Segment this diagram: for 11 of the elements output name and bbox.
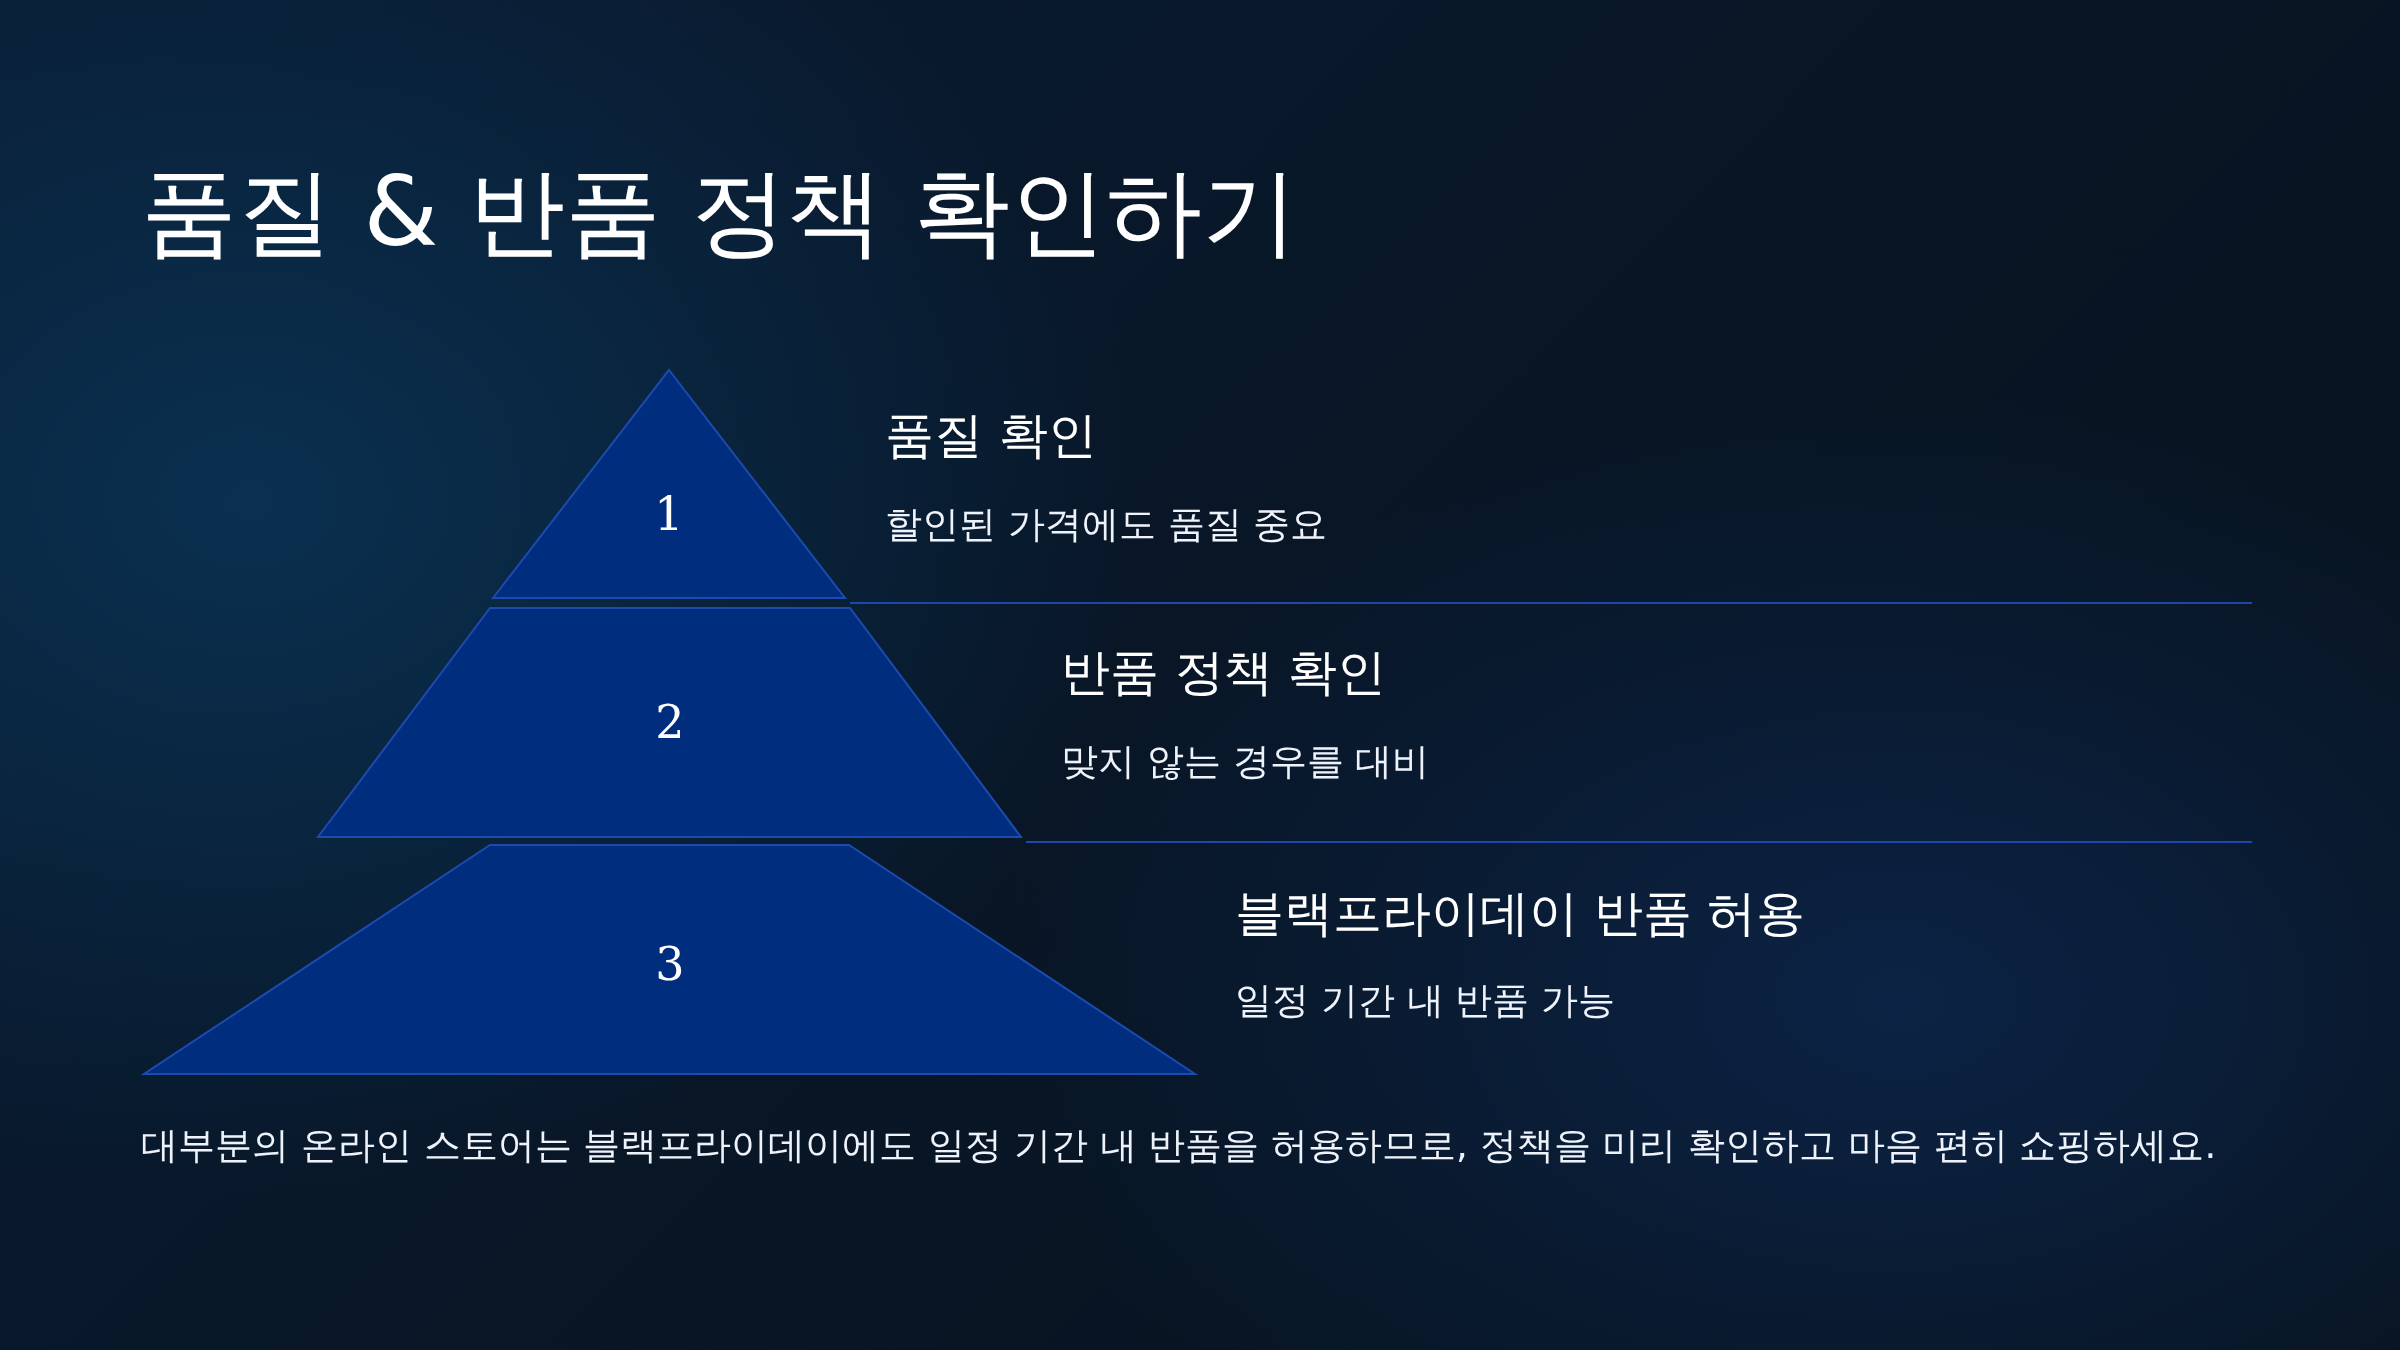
tier-description: 맞지 않는 경우를 대비 — [1061, 739, 1430, 785]
tier-number: 2 — [655, 699, 685, 745]
footer-note: 대부분의 온라인 스토어는 블랙프라이데이에도 일정 기간 내 반품을 허용하므로, 정책을 미리 확인하고 마음 편히 쇼핑하세요. — [141, 1123, 2217, 1169]
tier-heading: 반품 정책 확인 — [1061, 643, 1387, 703]
slide-title: 품질 & 반품 정책 확인하기 — [141, 160, 1298, 266]
tier-heading: 품질 확인 — [885, 406, 1097, 466]
tier-description: 할인된 가격에도 품질 중요 — [885, 502, 1328, 548]
tier-number: 3 — [655, 941, 685, 987]
tier-heading: 블랙프라이데이 반품 허용 — [1235, 884, 1806, 944]
tier-number: 1 — [654, 491, 684, 537]
tier-description: 일정 기간 내 반품 가능 — [1235, 978, 1616, 1024]
